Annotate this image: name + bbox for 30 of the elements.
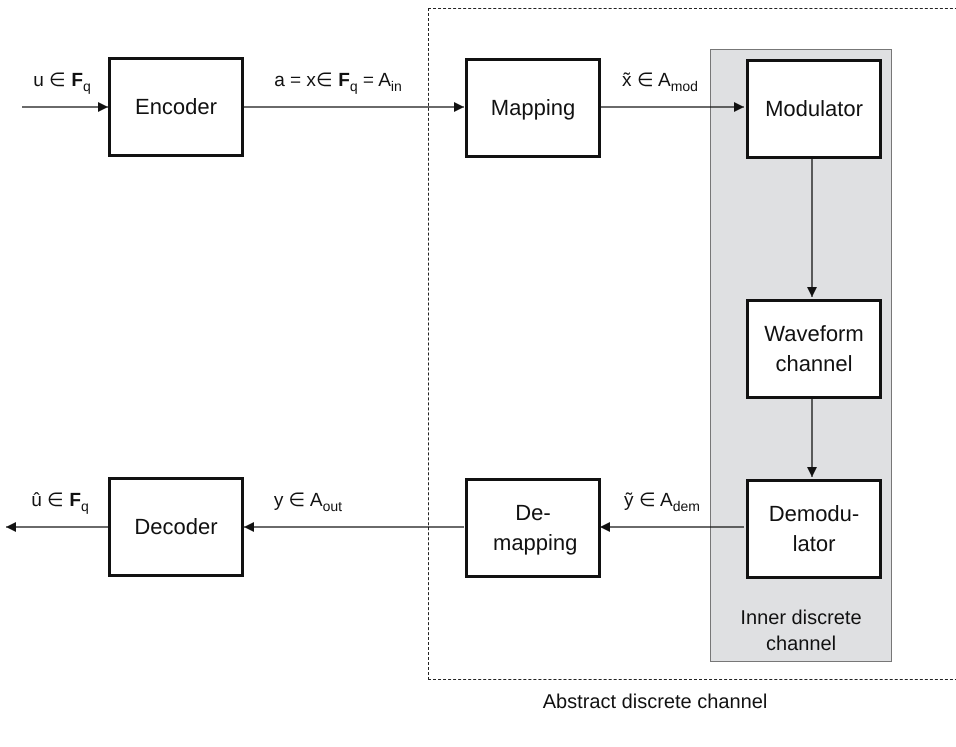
process-box [465, 58, 601, 158]
edge-label: y ∈ A$_{out}$ [274, 489, 342, 512]
edge-label: û ∈ F$_{q}$ [31, 489, 89, 512]
arrow [244, 102, 464, 112]
region-title: Abstract discrete channel [542, 691, 768, 714]
arrow [600, 522, 744, 532]
arrow [6, 522, 108, 532]
channel-group-box [710, 49, 892, 662]
process-box [746, 299, 882, 399]
process-box [746, 59, 882, 159]
edge-label: ỹ ∈ A$_{dem}$ [624, 489, 700, 512]
edge-label: u ∈ F$_{q}$ [33, 69, 91, 92]
box-label: Waveform channel [763, 320, 865, 378]
box-label: Demodu- lator [768, 500, 860, 558]
edge-label: a = x∈ F$_{q}$ = A$_{in}$ [274, 69, 402, 92]
arrow [807, 157, 817, 297]
edge-label: x̃ ∈ A$_{mod}$ [622, 69, 698, 92]
arrow [600, 102, 744, 112]
process-box [465, 478, 601, 578]
process-box [108, 477, 244, 577]
arrow [244, 522, 464, 532]
box-label: Mapping [490, 94, 576, 122]
arrow [807, 397, 817, 477]
box-label: Encoder [135, 93, 217, 122]
process-box [746, 479, 882, 579]
box-label: Decoder [134, 513, 218, 542]
arrow [22, 102, 108, 112]
group-title: Inner discrete channel [739, 606, 863, 657]
process-box [108, 57, 244, 157]
box-label: Modulator [765, 95, 863, 124]
